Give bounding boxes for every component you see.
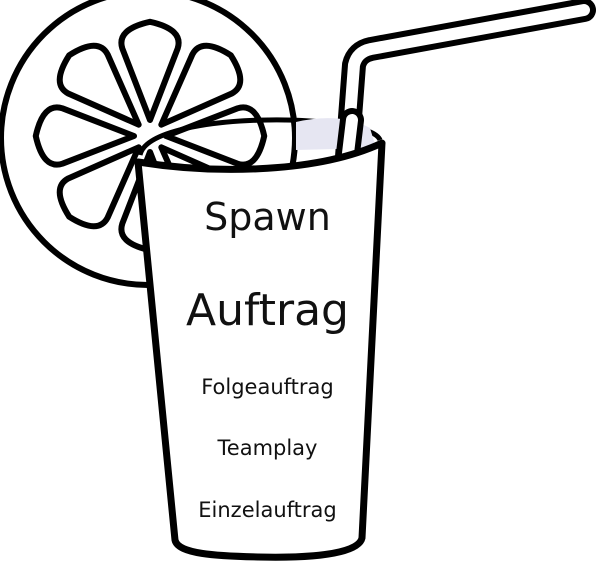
lemon-segment (118, 18, 182, 123)
straw-icon (334, 0, 596, 182)
drink-glass-icon (134, 139, 386, 561)
lemon-segment (158, 42, 244, 128)
menu-subtitle: Auftrag (186, 285, 349, 336)
menu-item-folgeauftrag[interactable]: Folgeauftrag (201, 375, 334, 399)
lemon-segment (56, 42, 142, 128)
lemon-segment (32, 104, 137, 168)
menu-title: Spawn (204, 195, 331, 239)
lemon-segment (56, 144, 142, 230)
menu-item-teamplay[interactable]: Teamplay (217, 436, 318, 460)
menu-item-einzelauftrag[interactable]: Einzelauftrag (198, 498, 337, 522)
